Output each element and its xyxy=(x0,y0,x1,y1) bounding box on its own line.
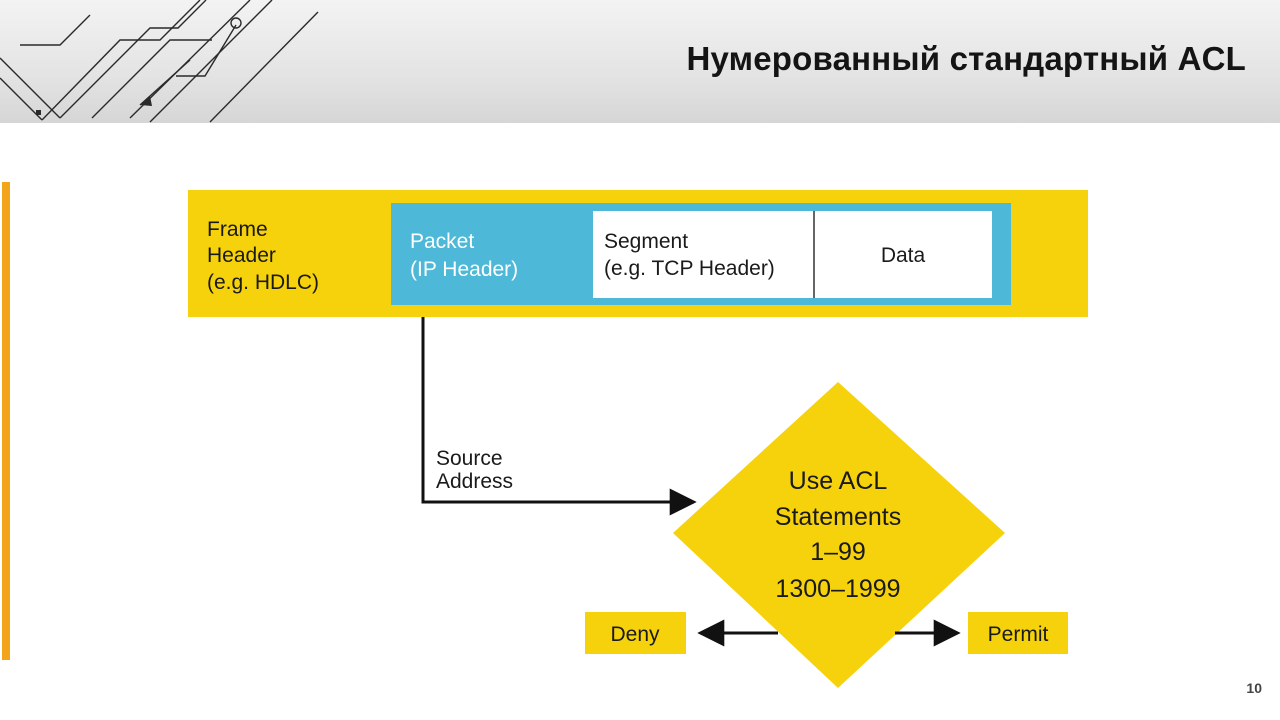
source-address-line1: Source xyxy=(436,447,503,470)
deny-label: Deny xyxy=(610,623,660,646)
decision-line3: 1–99 xyxy=(810,538,866,566)
segment-label-line1: Segment xyxy=(604,230,688,253)
frame-label-line2: Header xyxy=(207,244,276,267)
decision-line1: Use ACL xyxy=(789,467,888,495)
frame-label-line3: (e.g. HDLC) xyxy=(207,271,319,294)
slide-title: Нумерованный стандартный ACL xyxy=(686,40,1246,77)
accent-bar xyxy=(2,182,10,660)
packet-label-line1: Packet xyxy=(410,230,474,253)
page-number: 10 xyxy=(1246,680,1262,696)
segment-label-line2: (e.g. TCP Header) xyxy=(604,257,775,280)
decision-line2: Statements xyxy=(775,503,901,531)
permit-label: Permit xyxy=(988,623,1049,646)
frame-label-line1: Frame xyxy=(207,218,268,241)
source-address-arrow xyxy=(421,317,697,516)
deny-box xyxy=(585,612,686,654)
data-label: Data xyxy=(881,244,926,267)
decision-line4: 1300–1999 xyxy=(775,575,900,603)
circuit-decoration-icon xyxy=(0,0,319,123)
packet-label-line2: (IP Header) xyxy=(410,258,518,281)
source-address-line2: Address xyxy=(436,470,513,493)
header-banner: Нумерованный стандартный ACL xyxy=(0,0,1280,123)
acl-decision-diamond xyxy=(673,382,1005,688)
permit-box xyxy=(968,612,1068,654)
segment-data-box xyxy=(593,211,992,298)
